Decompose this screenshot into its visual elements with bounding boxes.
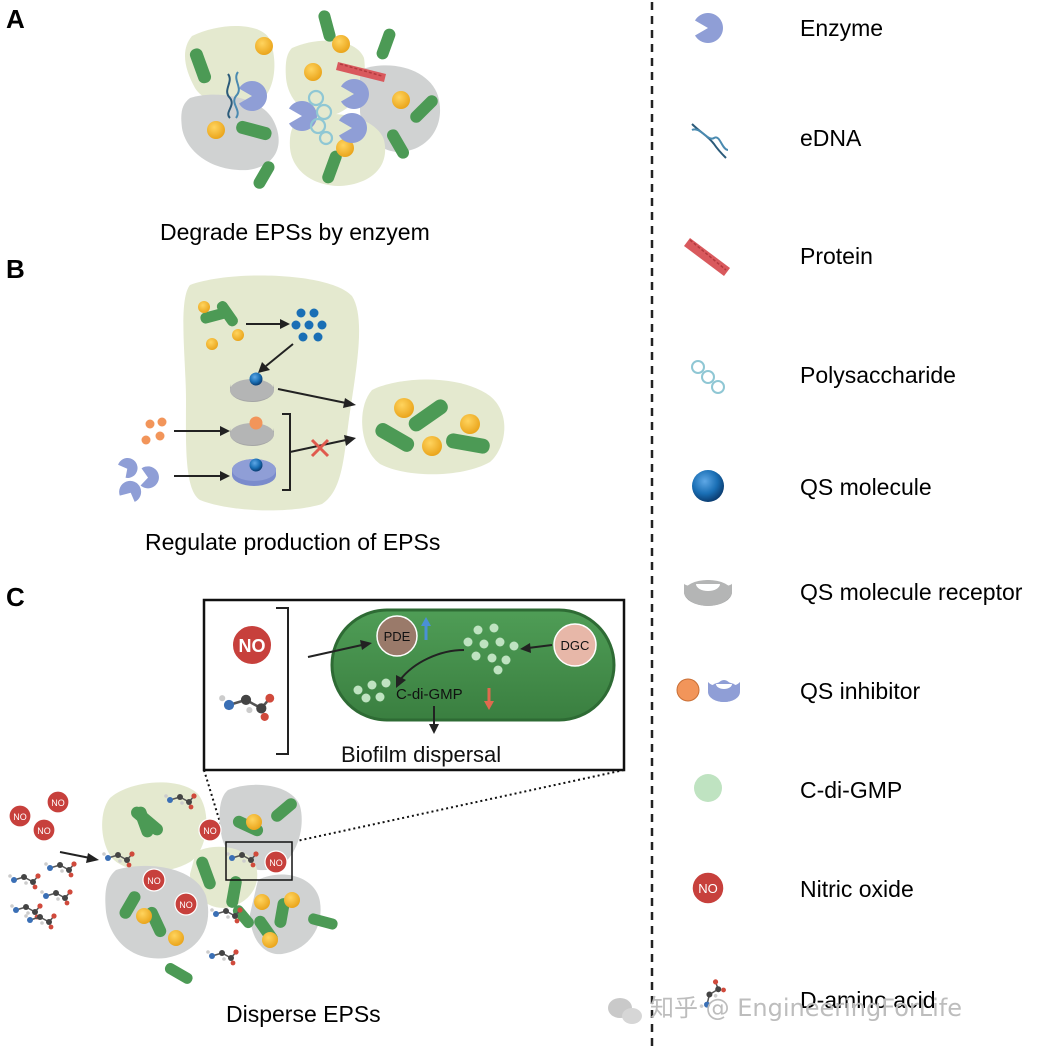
panel-a-letter: A (6, 4, 25, 34)
legend-label-qs-molecule: QS molecule (800, 474, 932, 500)
cdigmp-label: C-di-GMP (396, 686, 463, 703)
no-token: NO (179, 900, 193, 910)
watermark-text: 知乎 @ EngineeringForLife (650, 994, 962, 1022)
panel-b-caption: Regulate production of EPSs (145, 529, 440, 555)
pde-label: PDE (384, 629, 411, 644)
biofilm-dispersal-label: Biofilm dispersal (341, 742, 501, 767)
legend-label-cdigmp: C-di-GMP (800, 777, 902, 803)
panel-c-inset: NO PDE DGC C-di-GMP (202, 598, 626, 772)
panel-b-illustration (118, 275, 505, 511)
qs-receptor-icon (684, 580, 732, 606)
dgc-label: DGC (561, 638, 590, 653)
legend-label-qs-receptor: QS molecule receptor (800, 579, 1023, 605)
no-token: NO (13, 812, 27, 822)
panel-c-letter: C (6, 582, 25, 612)
qs-inhibitor-icon (676, 678, 740, 702)
inset-no-label: NO (239, 636, 266, 656)
legend-label-nitric-oxide: Nitric oxide (800, 876, 914, 902)
panel-b-letter: B (6, 254, 25, 284)
cdigmp-icon (694, 774, 722, 802)
no-token: NO (269, 858, 283, 868)
legend-label-protein: Protein (800, 243, 873, 269)
wechat-icon (608, 998, 642, 1024)
panel-a-illustration (181, 10, 441, 189)
legend-label-edna: eDNA (800, 125, 862, 151)
no-token: NO (147, 876, 161, 886)
nitric-oxide-symbol: NO (698, 881, 718, 896)
protein-icon (684, 238, 730, 276)
nitric-oxide-icon: NO (691, 871, 725, 905)
no-token: NO (51, 798, 65, 808)
no-token: NO (203, 826, 217, 836)
enzyme-icon (695, 12, 723, 44)
no-token: NO (37, 826, 51, 836)
panel-a-caption: Degrade EPSs by enzyem (160, 219, 430, 245)
polysaccharide-icon (691, 360, 725, 394)
legend: Enzyme eDNA Protein Polysaccharide QS mo… (676, 12, 1023, 1016)
edna-icon (691, 123, 729, 159)
legend-label-qs-inhibitor: QS inhibitor (800, 678, 921, 704)
legend-label-polysaccharide: Polysaccharide (800, 362, 956, 388)
legend-label-enzyme: Enzyme (800, 15, 883, 41)
panel-c-caption: Disperse EPSs (226, 1001, 381, 1027)
legend-label-d-amino-acid: D-amino acid (800, 987, 936, 1013)
panel-c-illustration: NO NO NO NO NO NO NO (7, 769, 625, 984)
watermark: 知乎 @ EngineeringForLife (608, 994, 962, 1024)
qs-molecule-icon (692, 470, 724, 502)
